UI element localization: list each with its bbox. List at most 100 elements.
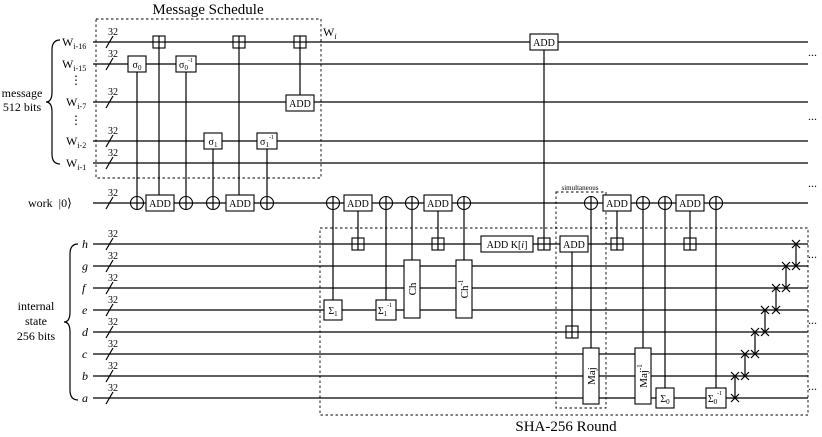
swap-icon [791, 239, 801, 271]
svg-text:...: ... [808, 45, 817, 59]
label-g: g [82, 259, 88, 273]
gate-sigma0-inverse: σ0-1 [175, 55, 197, 73]
xor-target-icon [404, 195, 420, 211]
gate-big-sigma1-inverse: Σ1-1 [375, 299, 397, 321]
svg-text:ADD: ADD [679, 199, 701, 210]
svg-text:ADD: ADD [229, 199, 251, 210]
boxed-plus-icon [610, 237, 624, 251]
bus-work: 32 [105, 188, 118, 210]
gate-sigma0: σ0 [127, 55, 147, 73]
boxed-plus-icon [293, 35, 307, 49]
xor-target-icon [456, 195, 472, 211]
bus-w-i-1: 32 [105, 148, 118, 170]
label-d: d [82, 325, 89, 339]
continuation-ellipses: ... ... ... ... ... ... [808, 45, 817, 393]
gate-ch-inverse: Ch-1 [455, 259, 473, 319]
xor-target-icon [583, 195, 599, 211]
boxed-plus-icon [152, 35, 166, 49]
label-w-i-15: Wi-15 [62, 57, 86, 73]
state-brace [63, 243, 79, 401]
svg-text:...: ... [808, 109, 817, 123]
vdots-lower: ⋮ [70, 113, 82, 127]
swap-icon [730, 371, 740, 403]
message-schedule-frame [95, 18, 322, 179]
gate-ch: Ch [403, 259, 421, 319]
label-b: b [82, 369, 88, 383]
connectors [136, 42, 717, 398]
bus-w-i-16: 32 [105, 27, 118, 49]
message-brace [45, 39, 61, 165]
svg-text:ADD: ADD [289, 99, 311, 110]
svg-text:32: 32 [108, 339, 118, 350]
gate-add-schedule-1: ADD [145, 194, 175, 212]
svg-text:32: 32 [108, 295, 118, 306]
svg-text:ADD: ADD [427, 199, 449, 210]
svg-text:σ1-1: σ1-1 [260, 135, 274, 149]
sha256-round-title: SHA-256 Round [515, 419, 617, 435]
message-schedule-title: Message Schedule [152, 2, 264, 18]
xor-target-icon [259, 195, 275, 211]
svg-text:...: ... [808, 313, 817, 327]
svg-text:32: 32 [108, 383, 118, 394]
label-w-i-2: Wi-2 [66, 134, 86, 150]
svg-text:ADD: ADD [563, 240, 585, 251]
boxed-plus-icon [565, 325, 579, 339]
bus-a: 32 [105, 383, 118, 405]
svg-text:32: 32 [108, 49, 118, 60]
label-w-i-1: Wi-1 [66, 156, 86, 172]
bus-w-i-2: 32 [105, 126, 118, 148]
boxed-plus-icon [683, 237, 697, 251]
label-w-i-16: Wi-16 [62, 35, 86, 51]
svg-text:...: ... [808, 379, 817, 393]
bus-d: 32 [105, 317, 118, 339]
xor-target-icon [325, 195, 341, 211]
svg-text:ADD: ADD [606, 199, 628, 210]
svg-text:32: 32 [108, 188, 118, 199]
svg-text:32: 32 [108, 148, 118, 159]
gate-maj: Maj [582, 347, 600, 405]
gate-add-schedule-3: ADD [285, 94, 315, 112]
swap-icon [760, 305, 770, 337]
swap-icon [750, 327, 760, 359]
bus-e: 32 [105, 295, 118, 317]
boxed-plus-icon [537, 237, 551, 251]
svg-text:σ0-1: σ0-1 [179, 58, 193, 72]
gate-add-round-2: ADD [423, 194, 453, 212]
svg-text:32: 32 [108, 126, 118, 137]
swap-icon [740, 349, 750, 381]
boxed-plus-icon [232, 35, 246, 49]
svg-text:Σ1: Σ1 [328, 306, 338, 318]
gate-big-sigma0-inverse: Σ0-1 [705, 387, 727, 409]
gate-add-w-out: ADD [529, 33, 559, 51]
gate-sigma1-inverse: σ1-1 [256, 132, 278, 150]
boxed-plus-icon [431, 237, 445, 251]
svg-text:Ch-1: Ch-1 [457, 279, 471, 298]
state-group-label-3: 256 bits [17, 329, 56, 343]
message-group-label-1: message [2, 86, 43, 100]
bus-h: 32 [105, 229, 118, 251]
boxed-plus-icon [351, 237, 365, 251]
gate-add-k: ADD K[i] [480, 235, 534, 253]
svg-text:ADD: ADD [347, 199, 369, 210]
svg-text:Σ1-1: Σ1-1 [378, 303, 392, 318]
svg-text:ADD: ADD [533, 38, 555, 49]
label-c: c [82, 347, 88, 361]
message-group-label-2: 512 bits [3, 100, 42, 114]
svg-text:32: 32 [108, 251, 118, 262]
xor-target-icon [708, 195, 724, 211]
simultaneous-frame [555, 191, 607, 409]
label-e: e [82, 303, 88, 317]
gate-add-schedule-2: ADD [225, 194, 255, 212]
gate-add-round-1: ADD [343, 194, 373, 212]
svg-text:ADD K[i]: ADD K[i] [487, 240, 528, 251]
simultaneous-label: simultaneous [562, 184, 599, 192]
svg-text:...: ... [808, 176, 817, 190]
svg-text:Maj-1: Maj-1 [636, 364, 650, 388]
gate-add-simultaneous: ADD [559, 235, 589, 253]
svg-text:Σ0: Σ0 [660, 394, 670, 406]
gate-add-round-3: ADD [602, 194, 632, 212]
bus-b: 32 [105, 361, 118, 383]
swap-icon [771, 283, 781, 315]
svg-text:Σ0-1: Σ0-1 [708, 391, 722, 406]
bus-c: 32 [105, 339, 118, 361]
